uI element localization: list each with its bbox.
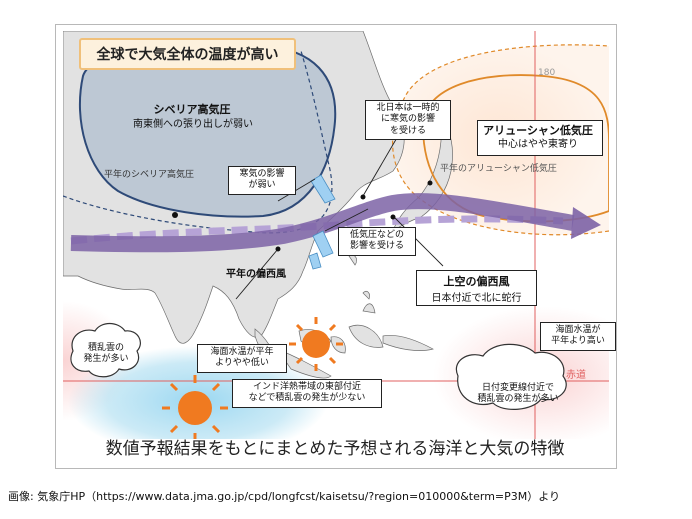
aleutian-low-box — [477, 120, 603, 156]
upper-jet-stream — [70, 193, 575, 253]
cloud-east-text: 日付変更線付近で 積乱雲の発生が多い — [477, 383, 559, 405]
equator-label: 赤道 — [566, 370, 586, 381]
leader-dot-3 — [275, 246, 281, 252]
leader-dot-1 — [360, 194, 366, 200]
weather-map — [63, 31, 609, 439]
longitude-180-label: 180 — [538, 68, 556, 78]
callout-low-pressure: 低気圧などの 影響を受ける — [338, 227, 416, 256]
upper-jet-box: 上空の偏西風 日本付近で北に蛇行 — [416, 270, 537, 306]
sun-large — [162, 375, 228, 439]
siberian-high-title: シベリア高気圧 — [153, 103, 231, 116]
callout-sst-west: 海面水温が平年 よりやや低い — [197, 344, 287, 373]
leader-dot-2 — [390, 214, 396, 220]
cloud-west — [70, 322, 141, 378]
siberian-normal-dot — [172, 212, 178, 218]
siberian-high-subtitle: 南東側への張り出しが弱い — [133, 119, 253, 130]
cloud-east — [455, 343, 567, 410]
sun-small — [289, 317, 343, 371]
aleutian-low-normal-label: 平年のアリューシャン低気圧 — [440, 164, 557, 174]
normal-jet-label: 平年の偏西風 — [226, 269, 286, 280]
cold-air-arrows — [308, 174, 336, 270]
figure-caption: 数値予報結果をもとにまとめた予想される海洋と大気の特徴 — [105, 439, 565, 459]
upper-jet-subtitle: 日本付近で北に蛇行 — [431, 293, 522, 304]
aleutian-low-subtitle: 中心はやや東寄り — [498, 139, 578, 150]
aleutian-low-title: アリューシャン低気圧 — [483, 124, 593, 137]
aleutian-low-normal — [392, 44, 609, 236]
source-credit: 画像: 気象庁HP（https://www.data.jma.go.jp/cpd… — [8, 490, 561, 503]
siberian-high-normal — [63, 50, 333, 234]
leader-dot-4 — [427, 180, 433, 186]
normal-jet-stream — [70, 215, 564, 245]
upper-jet-title: 上空の偏西風 — [443, 275, 510, 288]
callout-cold-air: 寒気の影響 が弱い — [228, 166, 296, 195]
leader-lines — [235, 135, 444, 394]
callout-sst-east: 海面水温が 平年より高い — [540, 322, 616, 351]
cloud-west-text: 積乱雲の 発生が多い — [83, 343, 129, 365]
headline-text: 全球で大気全体の温度が高い — [96, 47, 279, 63]
callout-north-japan: 北日本は一時的 に寒気の影響 を受ける — [365, 100, 451, 140]
headline-box: 全球で大気全体の温度が高い — [79, 38, 296, 70]
jet-arrowhead — [571, 207, 601, 239]
callout-indian-ocean: インド洋熱帯域の東部付近 などで積乱雲の発生が少ない — [232, 379, 382, 408]
siberian-high-normal-label: 平年のシベリア高気圧 — [104, 170, 195, 180]
map-graphic — [63, 31, 609, 439]
